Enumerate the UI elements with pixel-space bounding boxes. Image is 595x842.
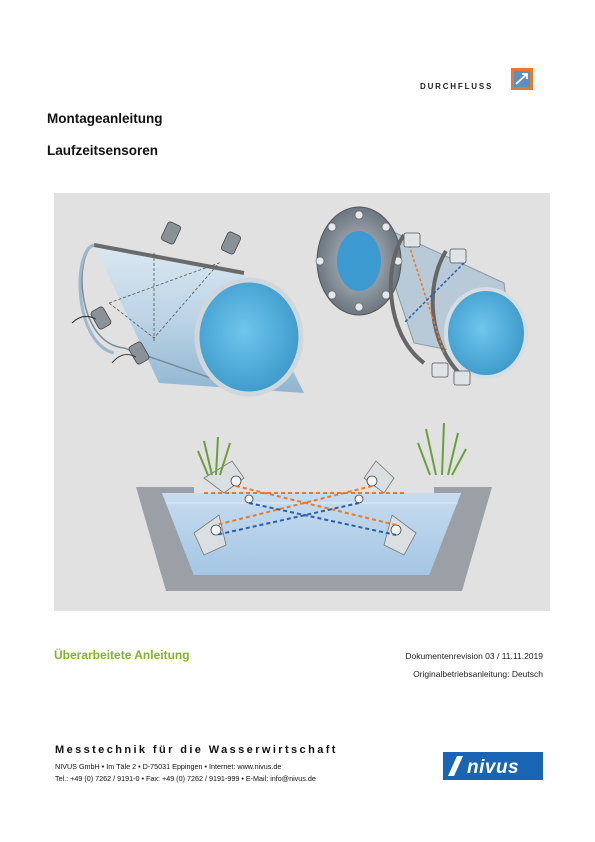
footer-address: NIVUS GmbH • Im Täle 2 • D-75031 Eppinge… [55,762,282,771]
flow-pipe-icon [511,68,533,90]
document-revision: Dokumentenrevision 03 / 11.11.2019 [405,651,543,661]
document-title: Montageanleitung [47,111,163,126]
category-label: DURCHFLUSS [420,82,494,91]
svg-text:nivus: nivus [467,757,519,778]
flanged-pipe-with-sensors-illustration [315,206,528,386]
cover-illustration [54,193,550,611]
original-language-note: Originalbetriebsanleitung: Deutsch [413,669,543,679]
open-channel-with-sensors-illustration [136,422,492,591]
document-subtitle: Laufzeitsensoren [47,143,159,158]
footer-tagline: Messtechnik für die Wasserwirtschaft [55,744,338,756]
footer-contact: Tel.: +49 (0) 7262 / 9191-0 • Fax: +49 (… [55,774,316,783]
nivus-logo: nivus [443,752,543,780]
revision-status: Überarbeitete Anleitung [54,648,190,662]
pipe-with-clamp-sensors-illustration [71,221,304,397]
